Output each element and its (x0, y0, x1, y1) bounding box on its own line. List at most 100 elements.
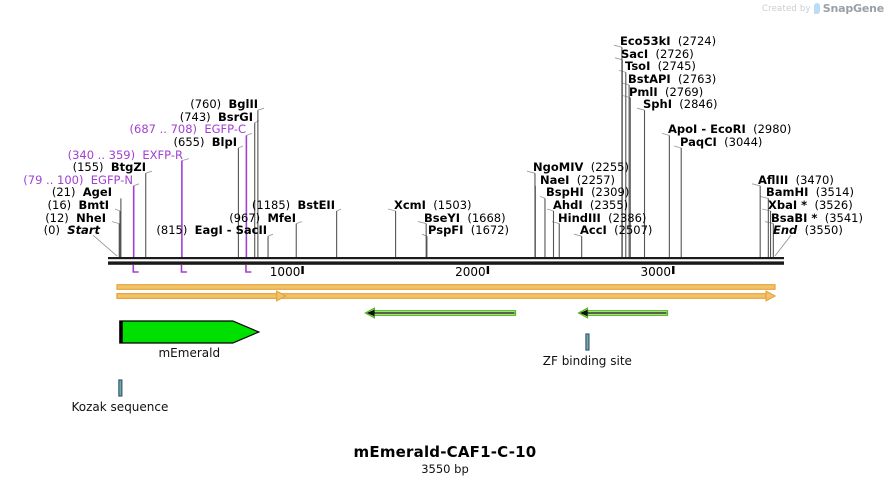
site-label-tsoi: TsoI (2745) (625, 59, 696, 73)
feature-label: Kozak sequence (71, 400, 169, 414)
label-leader (257, 107, 265, 111)
site-position: (2355) (589, 198, 629, 212)
feature-tracks (116, 284, 777, 397)
site-name: Start (67, 223, 100, 238)
site-name: AhdI (553, 198, 583, 212)
site-position: (743) (179, 109, 211, 124)
site-name: AccI (580, 223, 607, 238)
orange-feature-arrowhead (276, 290, 287, 302)
label-leader (246, 132, 253, 136)
site-position: (655) (173, 135, 205, 149)
misc-feature-box (585, 333, 590, 351)
page-title: mEmerald-CAF1-C-10 (353, 443, 537, 461)
label-leader (613, 44, 623, 48)
site-label-bsrgi: (743) BsrGI (0, 110, 253, 124)
site-label-bmti: (16) BmtI (0, 198, 109, 212)
site-label-blpi: (655) BlpI (0, 135, 237, 149)
label-leader (336, 208, 342, 212)
site-position: (967) (229, 210, 261, 225)
feature-label: mEmerald (158, 346, 221, 360)
site-label-bsabi: BsaBI * (3541) (771, 211, 863, 225)
site-position: (2257) (576, 172, 616, 187)
site-position: (1668) (467, 210, 506, 225)
site-position: (2846) (679, 97, 718, 112)
site-label-bsphi: BspHI (2309) (546, 185, 629, 199)
ruler-tick-label: 2000 (455, 265, 486, 279)
label-leader (764, 221, 774, 225)
site-position: (2386) (608, 210, 647, 225)
snapgene-leaf-icon (813, 3, 820, 14)
backbone (108, 257, 784, 265)
site-position: (2745) (657, 59, 696, 74)
site-name: BstAPI (628, 72, 671, 86)
site-position: (12) (45, 210, 69, 225)
site-label-bamhi: BamHI (3514) (766, 185, 854, 199)
site-name: XcmI (394, 198, 426, 212)
label-leader (614, 57, 623, 61)
site-position: (2769) (664, 84, 704, 99)
site-name: BmtI (78, 198, 109, 212)
site-name: BstEII (297, 198, 335, 212)
site-label-egfp-c: (687 .. 708) EGFP-C (0, 122, 246, 136)
misc-feature-box (118, 379, 123, 397)
site-name: TsoI (625, 59, 651, 74)
backbone-lower-strand (108, 261, 784, 265)
site-position: (340 .. 359) (67, 147, 136, 162)
label-leader (526, 170, 536, 174)
site-position: (1672) (470, 223, 510, 238)
primer-bracket (132, 265, 139, 273)
site-name: NgoMIV (533, 160, 584, 175)
site-name: EGFP-C (204, 122, 246, 137)
site-name: MfeI (267, 210, 296, 225)
snapgene-watermark: Created by SnapGene (762, 2, 884, 15)
primer-bracket (245, 265, 252, 273)
site-name: SphI (643, 97, 672, 112)
site-position: (155) (72, 160, 104, 175)
watermark-created-by: Created by (761, 3, 811, 14)
site-label-exfp-r: (340 .. 359) EXFP-R (0, 148, 183, 162)
feature-label: ZF binding site (542, 354, 632, 368)
site-name: XbaI * (768, 198, 808, 212)
site-name: PaqCI (680, 135, 717, 149)
site-label-eco53ki: Eco53kI (2724) (620, 34, 716, 48)
label-leader (267, 233, 274, 237)
site-label-egfp-n: (79 .. 100) EGFP-N (0, 173, 133, 187)
ruler-tick (301, 266, 304, 274)
site-name: End (773, 223, 798, 238)
watermark-brand: SnapGene (822, 2, 884, 15)
site-name: BsaBI * (771, 210, 818, 225)
site-position: (760) (190, 97, 222, 112)
label-leader (636, 107, 645, 111)
site-position: (815) (156, 223, 188, 238)
ruler (301, 266, 675, 274)
backbone-upper-strand (108, 257, 784, 260)
site-label-apoi-ecori: ApoI - EcoRI (2980) (668, 122, 791, 136)
site-position: (1185) (251, 198, 291, 212)
marker-leader (92, 234, 118, 257)
site-name: BspHI (546, 185, 584, 200)
site-label-hindiii: HindIII (2386) (558, 211, 646, 225)
site-label-saci: SacI (2726) (621, 47, 694, 61)
label-leader (661, 132, 670, 136)
site-label-eagi-sacii: (815) EagI - SacII (0, 223, 267, 237)
site-position: (2763) (678, 72, 717, 86)
site-label-afliii: AflIII (3470) (758, 173, 834, 187)
marker-leader (774, 234, 792, 257)
site-name: PspFI (428, 223, 464, 238)
label-leader (387, 208, 396, 212)
label-leader (417, 221, 427, 225)
orange-feature-bar (116, 284, 776, 290)
site-label-pspfi: PspFI (1672) (428, 223, 509, 237)
site-name: BglII (228, 97, 259, 112)
label-leader (539, 196, 546, 199)
site-name: ApoI - EcoRI (668, 122, 746, 137)
site-name: NaeI (540, 172, 570, 187)
label-leader (759, 195, 769, 199)
site-position: (3514) (815, 185, 854, 200)
site-name: EGFP-N (90, 172, 133, 187)
site-name: EXFP-R (142, 147, 183, 162)
site-name: SacI (621, 46, 649, 61)
site-label-mfei: (967) MfeI (0, 211, 296, 225)
site-position: (687 .. 708) (129, 122, 198, 137)
